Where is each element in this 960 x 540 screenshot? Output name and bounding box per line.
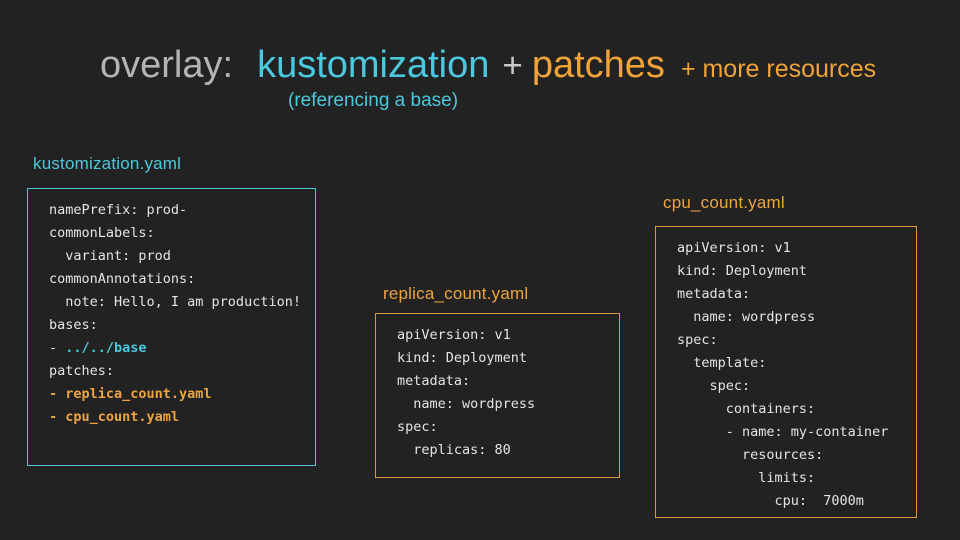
code-segment: cpu: 7000m — [677, 493, 864, 509]
code-line: - replica_count.yaml — [49, 383, 315, 406]
code-segment: resources: — [677, 447, 824, 463]
code-segment: spec: — [677, 332, 718, 348]
title-overlay: overlay: — [100, 44, 234, 86]
code-segment: name: wordpress — [677, 309, 816, 325]
code-segment: template: — [677, 355, 767, 371]
code-line: name: wordpress — [397, 393, 619, 416]
code-line: spec: — [397, 416, 619, 439]
code-segment: - cpu_count.yaml — [49, 409, 180, 425]
code-line: namePrefix: prod- — [49, 199, 315, 222]
code-line: - name: my-container — [677, 421, 916, 444]
code-line: resources: — [677, 444, 916, 467]
code-segment: containers: — [677, 401, 816, 417]
panel-cpu-count-yaml-label: cpu_count.yaml — [663, 193, 785, 212]
code-segment: metadata: — [677, 286, 751, 302]
code-segment: - name: my-container — [677, 424, 889, 440]
code-line: limits: — [677, 467, 916, 490]
code-line: containers: — [677, 398, 916, 421]
code-line: template: — [677, 352, 916, 375]
code-segment: ../../base — [65, 340, 147, 356]
code-line: name: wordpress — [677, 306, 916, 329]
code-segment: variant: prod — [49, 248, 171, 264]
code-line: apiVersion: v1 — [677, 237, 916, 260]
code-segment: namePrefix: prod- — [49, 202, 188, 218]
code-line: variant: prod — [49, 245, 315, 268]
title-plus-sign: + — [502, 46, 523, 85]
code-segment: patches: — [49, 363, 115, 379]
slide-title: overlay: kustomization + patches + more … — [100, 44, 876, 87]
code-line: - ../../base — [49, 337, 315, 360]
code-segment: limits: — [677, 470, 816, 486]
code-segment: metadata: — [397, 373, 471, 389]
panel-kustomization-yaml-code: namePrefix: prod-commonLabels: variant: … — [27, 188, 316, 466]
code-segment: kind: Deployment — [397, 350, 528, 366]
code-segment: replicas: 80 — [397, 442, 511, 458]
code-segment: kind: Deployment — [677, 263, 808, 279]
code-segment: name: wordpress — [397, 396, 536, 412]
panel-kustomization-yaml-label: kustomization.yaml — [33, 154, 182, 173]
title-subtitle: (referencing a base) — [288, 90, 459, 111]
code-line: bases: — [49, 314, 315, 337]
code-segment: note: Hello, I am production! — [49, 294, 301, 310]
code-line: commonAnnotations: — [49, 268, 315, 291]
code-segment: apiVersion: v1 — [677, 240, 791, 256]
code-segment: apiVersion: v1 — [397, 327, 511, 343]
code-line: metadata: — [397, 370, 619, 393]
code-line: note: Hello, I am production! — [49, 291, 315, 314]
code-line: cpu: 7000m — [677, 490, 916, 513]
code-segment: bases: — [49, 317, 98, 333]
code-segment: spec: — [397, 419, 438, 435]
code-line: commonLabels: — [49, 222, 315, 245]
title-kustomization: kustomization — [257, 44, 490, 86]
code-segment: commonLabels: — [49, 225, 155, 241]
code-segment: spec: — [677, 378, 751, 394]
code-line: spec: — [677, 329, 916, 352]
code-line: apiVersion: v1 — [397, 324, 619, 347]
code-line: - cpu_count.yaml — [49, 406, 315, 429]
code-line: kind: Deployment — [397, 347, 619, 370]
code-line: patches: — [49, 360, 315, 383]
code-segment: commonAnnotations: — [49, 271, 196, 287]
title-patches: patches — [531, 44, 665, 86]
code-line: replicas: 80 — [397, 439, 619, 462]
code-segment: - replica_count.yaml — [49, 386, 212, 402]
code-line: spec: — [677, 375, 916, 398]
code-segment: - — [49, 340, 66, 356]
code-line: kind: Deployment — [677, 260, 916, 283]
panel-replica-count-yaml-label: replica_count.yaml — [383, 284, 529, 303]
code-line: metadata: — [677, 283, 916, 306]
title-more-resources: + more resources — [680, 55, 877, 83]
